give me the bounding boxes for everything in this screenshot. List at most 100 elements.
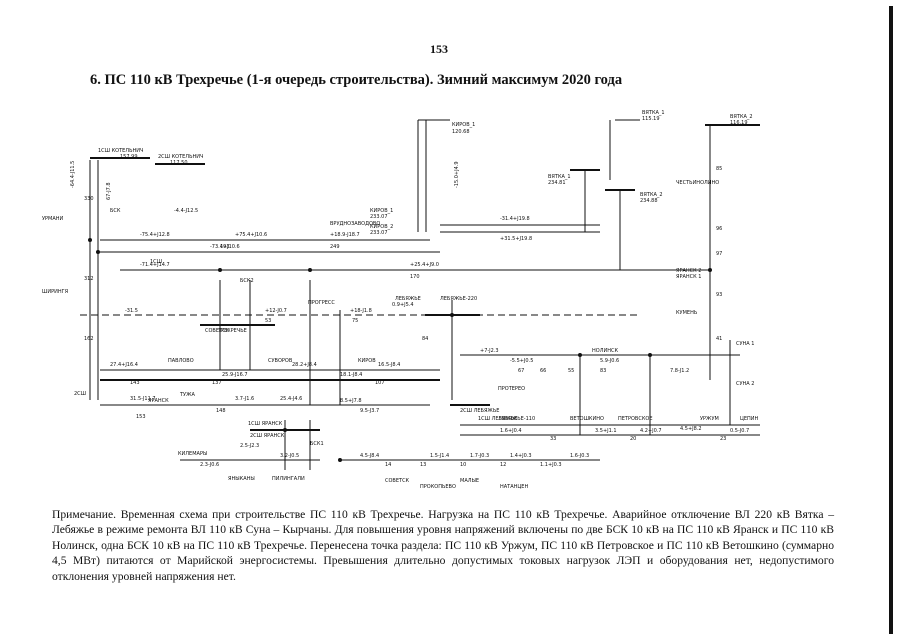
num-29: 97: [716, 251, 722, 257]
label-chestinolino: ЧЕСТЬИНОЛИНО: [676, 180, 719, 186]
flow-18: 27.4+Ј16.4: [110, 362, 138, 368]
flow-15: -31.5: [125, 308, 138, 314]
label-vyatka-220-1: ВЯТКА_1: [548, 174, 571, 180]
num-18: 66: [540, 368, 546, 374]
flow-28: 3.7-Ј1.6: [235, 396, 254, 402]
label-1sh-yaransk: 1СШ ЯРАНСК: [248, 421, 283, 427]
num-20: 14: [385, 462, 391, 468]
flow-40: 1.7-Ј0.3: [470, 453, 489, 459]
label-pavlovo: ПАВЛОВО: [168, 358, 194, 364]
label-vetoshkino: ВЕТОШКИНО: [570, 416, 604, 422]
label-urmani: УРМАНИ: [42, 216, 64, 222]
label-1sh: 1СШ: [150, 259, 162, 265]
num-19: 55: [568, 368, 574, 374]
num-23: 12: [500, 462, 506, 468]
num-16: 83: [600, 368, 606, 374]
label-2sh: 2СШ: [74, 391, 86, 397]
label-kirov-220-2-v: 233.07: [370, 230, 388, 236]
label-vyatka-1: ВЯТКА_1: [642, 110, 665, 116]
label-kilemary: КИЛЕМАРЫ: [178, 451, 207, 457]
label-petrovskoe: ПЕТРОВСКОЕ: [618, 416, 653, 422]
flow-32: 4.5+Ј8.2: [680, 426, 702, 432]
label-prokopevo: ПРОКОПЬЕВО: [420, 484, 456, 490]
page-title: 6. ПС 110 кВ Трехречье (1-я очередь стро…: [90, 72, 623, 88]
flow-29: 25.4-Ј4.6: [280, 396, 302, 402]
label-pilingali: ПИЛИНГАЛИ: [272, 476, 305, 482]
label-kirov-220-1-v: 233.07: [370, 214, 388, 220]
flow-21: 28.2+Ј8.4: [292, 362, 317, 368]
label-kirov-220-2: КИРОВ_2: [370, 224, 393, 230]
num-22: 10: [460, 462, 466, 468]
flow-7: +18.9-Ј18.7: [330, 232, 360, 238]
label-vyatka-1-v: 115.19: [642, 116, 660, 122]
label-yaransk-2: ЯРАНСК 2: [676, 268, 701, 274]
flow-6: -73.4+Ј10.6: [210, 244, 240, 250]
label-suvorov: СУВОРОВ: [268, 358, 293, 364]
num-2: 312: [84, 276, 94, 282]
flow-37: 1.6+Ј0.4: [500, 428, 522, 434]
flow-43: 1.1+Ј0.3: [540, 462, 562, 468]
num-3: 162: [84, 336, 94, 342]
label-bsk1: БСК1: [310, 441, 324, 447]
label-malye: МАЛЫЕ: [460, 478, 479, 484]
label-sovetsk-2: СОВЕТСК: [385, 478, 410, 484]
flow-3: -75.4+Ј12.8: [140, 232, 170, 238]
num-7: 53: [265, 318, 271, 324]
label-suna-1: СУНА 1: [736, 341, 755, 347]
num-17: 41: [716, 336, 722, 342]
label-nolinsk: НОЛИНСК: [592, 348, 618, 354]
flow-10: -15.0+Ј4.9: [454, 161, 460, 188]
label-urzhum: УРЖУМ: [700, 416, 719, 422]
flow-5: +75.4+Ј10.6: [235, 232, 267, 238]
diagram-lines: [80, 119, 760, 470]
num-25: 33: [550, 436, 556, 442]
flow-33: 4.2+Ј0.7: [640, 428, 662, 434]
flow-14: +18-Ј1.8: [350, 308, 372, 314]
label-shiringya: ШИРИНГЯ: [42, 289, 68, 295]
label-vyatka-220-1-v: 234.81: [548, 180, 566, 186]
label-kumen: КУМЕНЬ: [676, 310, 698, 316]
flow-22: 16.5-Ј8.4: [378, 362, 400, 368]
label-yaransk: ЯРАНСК: [148, 398, 169, 404]
label-yaransk-1: ЯРАНСК 1: [676, 274, 701, 280]
flow-34: 3.5+Ј1.1: [595, 428, 617, 434]
flow-25: 7.8-Ј1.2: [670, 368, 689, 374]
label-suna-2: СУНА 2: [736, 381, 755, 387]
flow-27: 31.5-Ј11.7: [130, 396, 156, 402]
label-kirov-lower: КИРОВ: [358, 358, 376, 364]
label-sovetsk: СОВЕТСК: [205, 328, 230, 334]
num-30: 93: [716, 292, 722, 298]
num-6: 249: [330, 244, 340, 250]
flow-35: 0.5-Ј0.7: [730, 428, 749, 434]
label-vyatka-220-2-v: 234.88: [640, 198, 658, 204]
flow-12: +25.4+Ј9.0: [410, 262, 439, 268]
num-15: 67: [518, 368, 524, 374]
label-kirov-220-1: КИРОВ_1: [370, 208, 393, 214]
label-yanykany: ЯНЫКАНЫ: [228, 476, 255, 482]
label-progress: ПРОГРЕСС: [308, 300, 335, 306]
num-10: 143: [130, 380, 140, 386]
label-1sh-lebyazhye: 1СШ ЛЕБЯЖЬЕ: [478, 416, 517, 422]
flow-39: 1.5-Ј1.4: [430, 453, 449, 459]
label-vyatka-2-v: 116.19: [730, 120, 748, 126]
flow-16: 0.9+Ј5.4: [392, 302, 414, 308]
num-9: 84: [422, 336, 428, 342]
flow-41: 1.4+Ј0.3: [510, 453, 532, 459]
flow-1: -64.4-Ј11.5: [70, 161, 76, 188]
label-protereo: ПРОТЕРЕО: [498, 386, 525, 392]
label-lebyazhye-110: ЛЕБЯЖЬЕ-110: [498, 416, 535, 422]
num-14: 148: [216, 408, 226, 414]
flow-31: 2.5-Ј2.3: [240, 443, 259, 449]
num-26: 20: [630, 436, 636, 442]
num-5: 193: [220, 244, 230, 250]
label-trehreche: ТРЕХРЕЧЬЕ: [217, 328, 247, 334]
num-13: 153: [136, 414, 146, 420]
flow-8: -31.4+Ј19.8: [500, 216, 530, 222]
label-vyatka-2: ВЯТКА_2: [730, 114, 753, 120]
flow-26: 8.5+Ј7.8: [340, 398, 362, 404]
label-vyatka-220-2: ВЯТКА_2: [640, 192, 663, 198]
num-12: 107: [375, 380, 385, 386]
label-kotelnich-1: 1СШ КОТЕЛЬНИЧ: [98, 148, 143, 154]
flow-4: -4.4-Ј12.5: [174, 208, 198, 214]
flow-11: -71.4+Ј14.7: [140, 262, 170, 268]
